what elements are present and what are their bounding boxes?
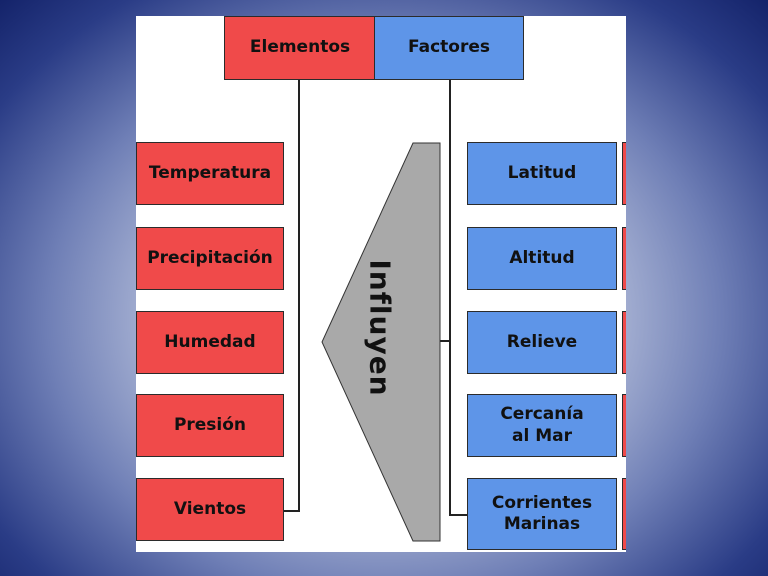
factor-cercania-al-mar: Cercanía al Mar: [467, 394, 617, 457]
elementos-connector-horizontal: [284, 510, 300, 512]
influyen-arrow-shape: [321, 142, 441, 542]
elemento-humedad: Humedad: [136, 311, 284, 374]
influyen-label: Influyen: [363, 259, 397, 397]
elemento-temperatura: Temperatura: [136, 142, 284, 205]
factor-altitud: Altitud: [467, 227, 617, 290]
elemento-vientos: Vientos: [136, 478, 284, 541]
factores-connector-arrow-tick: [440, 340, 451, 342]
factor-relieve: Relieve: [467, 311, 617, 374]
factores-header: Factores: [374, 16, 524, 80]
factores-connector-horizontal: [449, 514, 467, 516]
elementos-connector-vertical: [298, 80, 300, 512]
factor-latitud: Latitud: [467, 142, 617, 205]
elemento-presion: Presión: [136, 394, 284, 457]
influyen-arrow: [321, 142, 441, 542]
cropped-box-2: [622, 227, 626, 290]
factor-corrientes-marinas: Corrientes Marinas: [467, 478, 617, 550]
elemento-precipitacion: Precipitación: [136, 227, 284, 290]
elementos-header: Elementos: [224, 16, 376, 80]
cropped-box-3: [622, 311, 626, 374]
factores-connector-vertical: [449, 80, 451, 516]
cropped-box-4: [622, 394, 626, 457]
diagram-slide: Elementos Factores Influyen Temperatura …: [136, 16, 626, 552]
cropped-box-5: [622, 478, 626, 550]
cropped-box-1: [622, 142, 626, 205]
